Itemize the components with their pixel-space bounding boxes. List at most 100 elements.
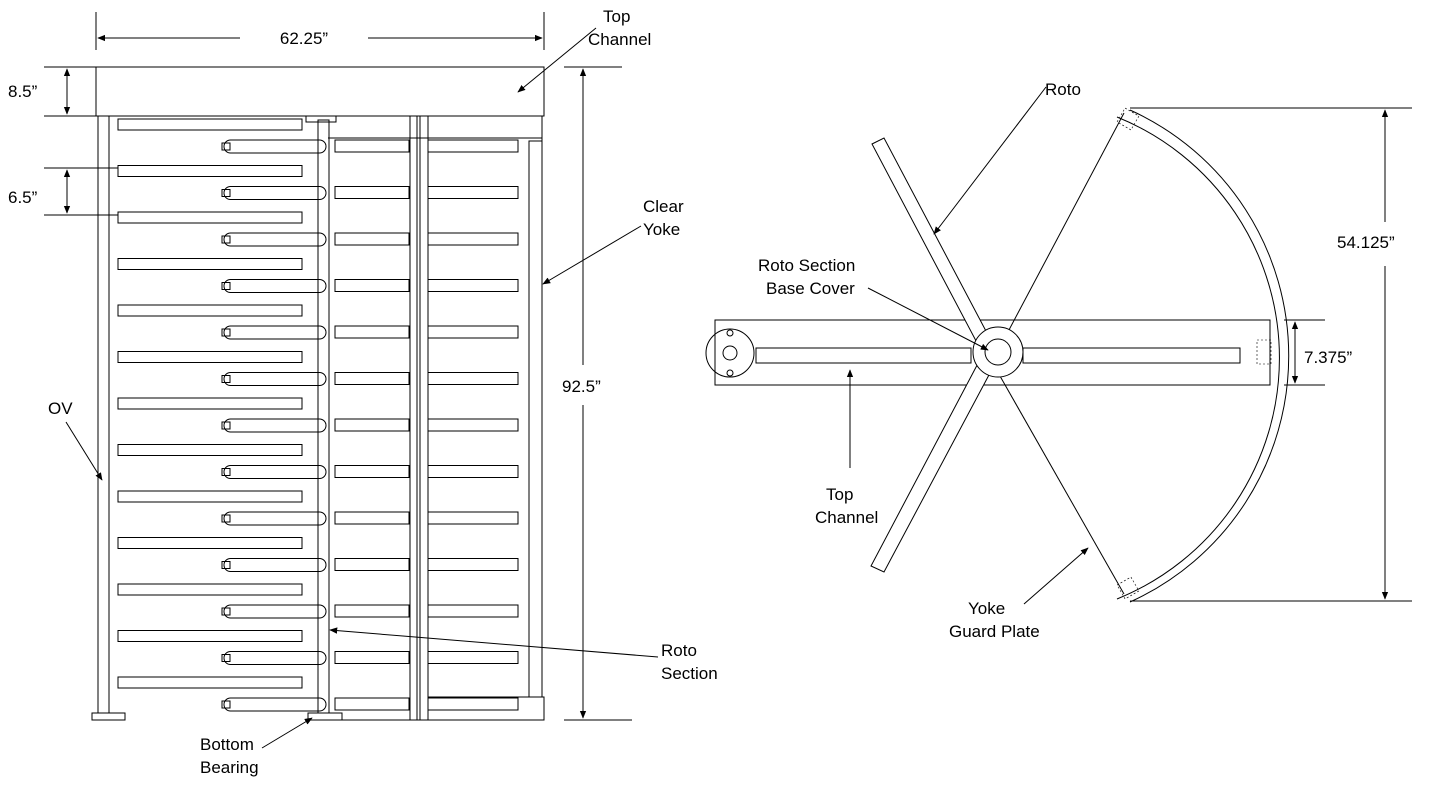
yoke-arm-inner bbox=[334, 697, 410, 711]
yoke-guard-label-line2: Guard Plate bbox=[949, 622, 1040, 641]
roto-arm bbox=[223, 651, 327, 665]
yoke-arm-outer bbox=[427, 372, 519, 385]
roto-arm-tip bbox=[221, 235, 231, 244]
plan-top-channel-label-line2: Channel bbox=[815, 508, 878, 527]
yoke-arm-outer bbox=[427, 558, 519, 571]
yoke-arm-inner bbox=[334, 511, 410, 525]
left-arm bbox=[117, 490, 303, 503]
clear-yoke-label-line2: Yoke bbox=[643, 220, 680, 239]
yoke-arm-inner bbox=[334, 279, 410, 292]
left-arm bbox=[117, 583, 303, 596]
base-cover-leader bbox=[867, 287, 989, 351]
left-arm bbox=[117, 630, 303, 642]
top-channel-label-line2: Channel bbox=[588, 30, 651, 49]
yoke-bottom-plate bbox=[427, 696, 545, 721]
left-arm bbox=[117, 304, 303, 317]
roto-arm bbox=[223, 604, 327, 619]
ov-label: OV bbox=[48, 399, 73, 418]
left-arm bbox=[117, 537, 303, 549]
roto-arm-tip bbox=[221, 514, 231, 523]
yoke-arm-outer bbox=[427, 511, 519, 525]
left-arm bbox=[117, 165, 303, 177]
plan-end-bearing-inner bbox=[722, 345, 738, 361]
yoke-arm-outer bbox=[427, 697, 519, 711]
yoke-arm-inner bbox=[334, 604, 410, 618]
channel-width-label: 7.375” bbox=[1304, 348, 1353, 367]
plan-roto-arm-upper bbox=[871, 137, 997, 357]
yoke-post-right bbox=[419, 115, 429, 721]
left-arm bbox=[117, 351, 303, 363]
yoke-arc-inner bbox=[1116, 116, 1280, 600]
left-arm bbox=[117, 444, 303, 456]
clear-yoke-bar bbox=[528, 140, 543, 698]
roto-shaft bbox=[317, 119, 330, 714]
roto-arm-tip bbox=[221, 607, 231, 616]
width-dimension-label: 62.25” bbox=[280, 29, 329, 48]
plan-top-channel bbox=[714, 319, 1271, 386]
roto-arm-tip bbox=[221, 700, 231, 709]
roto-arm bbox=[223, 372, 327, 386]
top-channel-leader bbox=[517, 27, 597, 93]
base-cover-label-line2: Base Cover bbox=[766, 279, 855, 298]
roto-arm bbox=[223, 232, 327, 247]
yoke-arm-inner bbox=[334, 558, 410, 571]
yoke-end-bracket-bottom bbox=[1116, 576, 1140, 600]
outer-post-left bbox=[97, 115, 110, 714]
yoke-arm-outer bbox=[427, 418, 519, 432]
yoke-arm-outer bbox=[427, 325, 519, 339]
bottom-bearing-leader bbox=[261, 717, 313, 749]
roto-arm-tip bbox=[221, 282, 231, 290]
top-channel-height-label: 8.5” bbox=[8, 82, 38, 101]
yoke-post-left bbox=[409, 115, 418, 721]
yoke-arm-outer bbox=[427, 604, 519, 618]
roto-section-label-line2: Section bbox=[661, 664, 718, 683]
yoke-arm-inner bbox=[334, 139, 410, 153]
yoke-arc-outer bbox=[1129, 109, 1290, 603]
plan-channel-slot-right bbox=[1022, 347, 1241, 364]
roto-arm bbox=[223, 418, 327, 433]
roto-arm bbox=[223, 139, 327, 154]
yoke-arm-inner bbox=[334, 186, 410, 199]
left-arm bbox=[117, 676, 303, 689]
yoke-arm-inner bbox=[334, 372, 410, 385]
top-channel-label-line1: Top bbox=[603, 7, 630, 26]
yoke-arm-inner bbox=[334, 418, 410, 432]
plan-end-bearing-outer bbox=[705, 328, 755, 378]
yoke-mid-bracket bbox=[1256, 339, 1272, 365]
plan-end-bolt-bottom bbox=[726, 369, 734, 377]
roto-section-label-line1: Roto bbox=[661, 641, 697, 660]
roto-arm-tip bbox=[221, 654, 231, 662]
yoke-arm-outer bbox=[427, 186, 519, 199]
roto-arm-tip bbox=[221, 421, 231, 430]
plan-end-bolt-top bbox=[726, 329, 734, 337]
ov-leader bbox=[65, 421, 103, 481]
roto-arm-tip bbox=[221, 142, 231, 151]
arm-spacing-label: 6.5” bbox=[8, 188, 38, 207]
left-arm bbox=[117, 397, 303, 410]
yoke-arm-outer bbox=[427, 465, 519, 478]
roto-label: Roto bbox=[1045, 80, 1081, 99]
base-cover-label-line1: Roto Section bbox=[758, 256, 855, 275]
roto-arm-tip bbox=[221, 468, 231, 476]
left-arm bbox=[117, 211, 303, 224]
yoke-guard-label-line1: Yoke bbox=[968, 599, 1005, 618]
clear-yoke-label-line1: Clear bbox=[643, 197, 684, 216]
roto-arm-tip bbox=[221, 375, 231, 383]
yoke-arm-inner bbox=[334, 325, 410, 339]
roto-arm bbox=[223, 511, 327, 526]
roto-arms-group bbox=[117, 118, 519, 712]
plan-top-channel-label-line1: Top bbox=[826, 485, 853, 504]
roto-arm bbox=[223, 697, 327, 712]
yoke-arm-outer bbox=[427, 232, 519, 246]
roto-arm bbox=[223, 465, 327, 479]
plan-view: 54.125” 7.375” Roto Roto Section Base Co… bbox=[705, 80, 1412, 641]
yoke-guard-line-top bbox=[991, 112, 1125, 363]
clear-yoke-leader bbox=[542, 225, 642, 285]
yoke-arm-outer bbox=[427, 139, 519, 153]
roto-arm bbox=[223, 279, 327, 293]
top-channel-box bbox=[95, 66, 545, 117]
roto-arm-tip bbox=[221, 561, 231, 569]
bottom-bearing-label-line1: Bottom bbox=[200, 735, 254, 754]
bottom-bearing-label-line2: Bearing bbox=[200, 758, 259, 777]
